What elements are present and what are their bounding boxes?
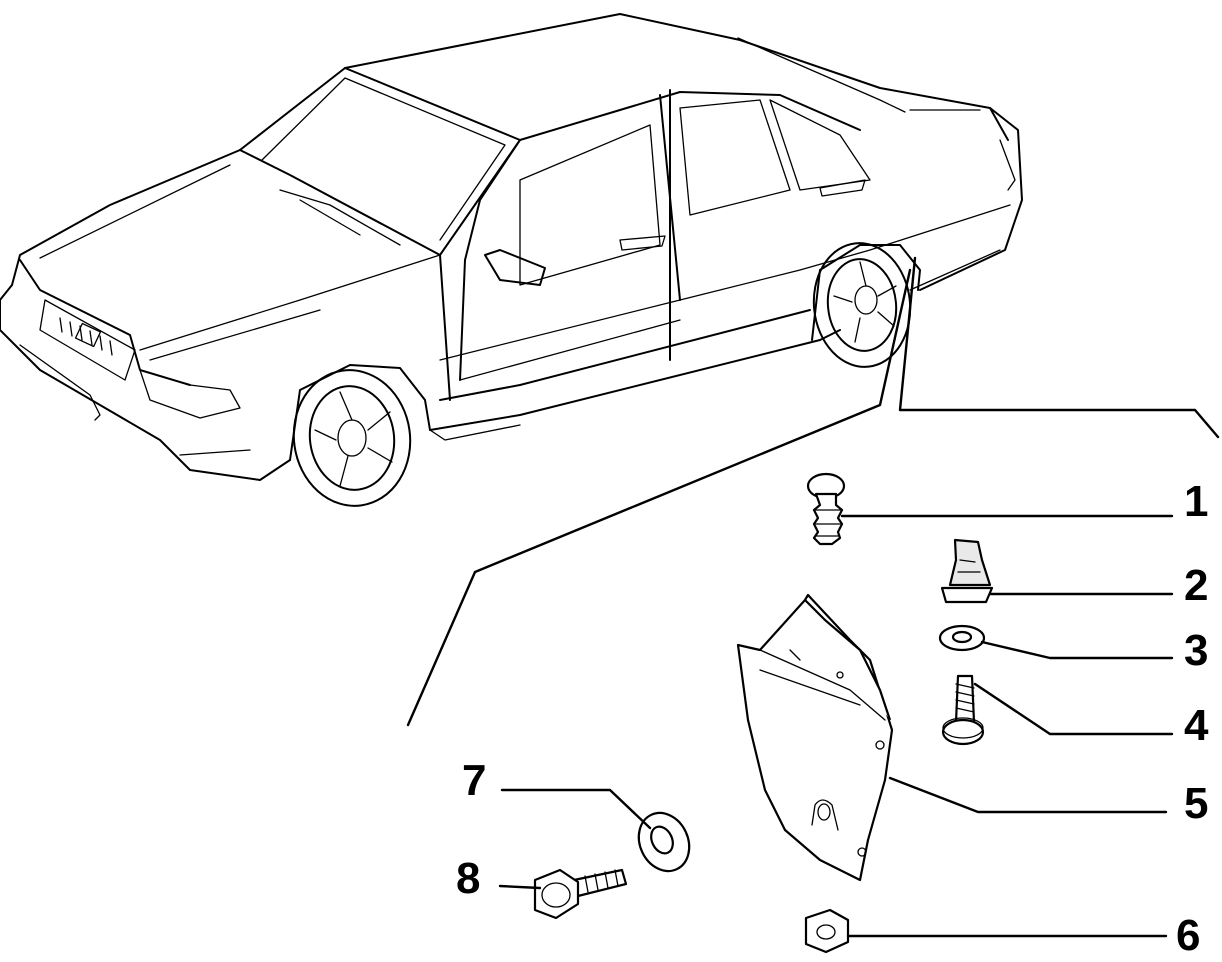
callout-1: 1 [1184,477,1208,526]
callout-2: 2 [1184,561,1208,610]
callout-labels: 1 2 3 4 5 6 7 8 [456,477,1209,960]
part-4-screw [941,674,985,746]
part-1-push-clip [806,472,846,546]
part-8-hex-bolt [533,868,628,920]
callout-6: 6 [1176,911,1200,960]
part-5-mudflap [736,593,894,882]
part-2-rubber-nut [940,538,994,604]
exploded-view-leaders [406,256,1220,727]
callout-leaders [498,514,1174,938]
part-3-washer [938,624,986,652]
part-7-washer [637,811,691,873]
car-illustration [0,13,1023,507]
callout-7: 7 [462,756,486,805]
callout-4: 4 [1184,701,1209,750]
callout-3: 3 [1184,626,1208,675]
callout-8: 8 [456,854,480,903]
part-6-nut [804,908,850,954]
callout-5: 5 [1184,779,1208,828]
